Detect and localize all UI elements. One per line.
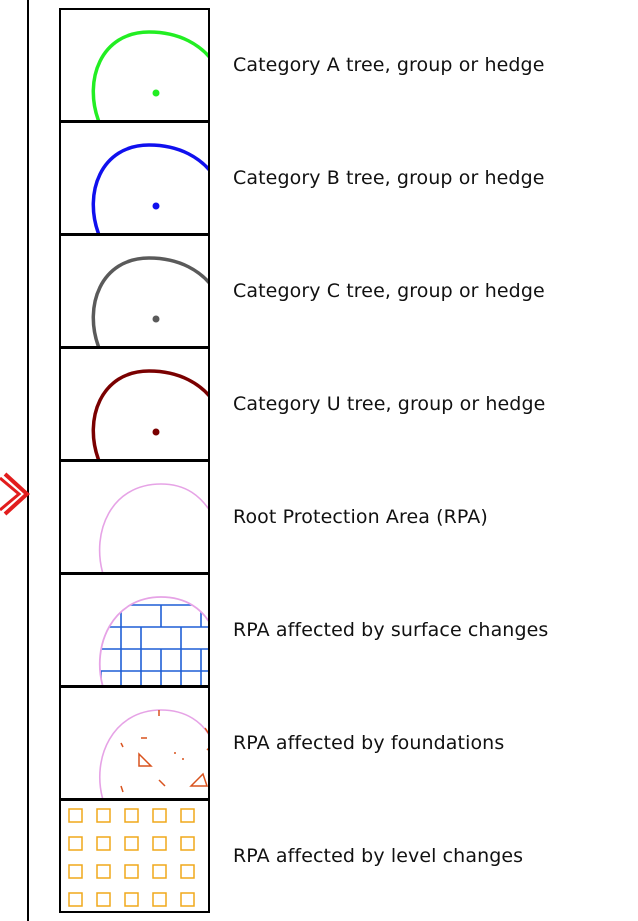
left-border-line	[27, 0, 29, 921]
legend-item-category-b: Category B tree, group or hedge	[59, 121, 638, 235]
swatch-rpa	[59, 460, 210, 574]
swatch-category-c	[59, 234, 210, 348]
swatch-category-a	[59, 8, 210, 122]
legend-label-rpa-foundations: RPA affected by foundations	[233, 732, 505, 754]
swatch-category-u	[59, 347, 210, 461]
legend-label-category-c: Category C tree, group or hedge	[233, 280, 545, 302]
swatch-rpa-levels	[59, 799, 210, 913]
legend-label-category-u: Category U tree, group or hedge	[233, 393, 546, 415]
legend-item-category-u: Category U tree, group or hedge	[59, 347, 638, 461]
legend-label-category-b: Category B tree, group or hedge	[233, 167, 545, 189]
swatch-category-b	[59, 121, 210, 235]
legend-item-rpa: Root Protection Area (RPA)	[59, 460, 638, 574]
rpa-outline-icon	[98, 483, 208, 572]
legend-label-category-a: Category A tree, group or hedge	[233, 54, 545, 76]
swatch-rpa-surface	[59, 573, 210, 687]
legend-item-rpa-levels: RPA affected by level changes	[59, 799, 638, 913]
red-diamond-icon	[0, 472, 30, 516]
foundation-hatch-icon	[99, 709, 208, 798]
brick-hatch-icon	[98, 596, 208, 685]
legend-label-rpa: Root Protection Area (RPA)	[233, 506, 488, 528]
legend-item-category-c: Category C tree, group or hedge	[59, 234, 638, 348]
tree-canopy-icon	[91, 143, 208, 233]
square-grid-icon	[68, 808, 195, 907]
legend-label-rpa-surface: RPA affected by surface changes	[233, 619, 549, 641]
swatch-rpa-foundations	[59, 686, 210, 800]
tree-canopy-icon	[91, 30, 208, 120]
legend-item-rpa-surface: RPA affected by surface changes	[59, 573, 638, 687]
legend-item-rpa-foundations: RPA affected by foundations	[59, 686, 638, 800]
tree-canopy-icon	[91, 369, 208, 459]
legend-label-rpa-levels: RPA affected by level changes	[233, 845, 524, 867]
legend-item-category-a: Category A tree, group or hedge	[59, 8, 638, 122]
tree-canopy-icon	[91, 256, 208, 346]
